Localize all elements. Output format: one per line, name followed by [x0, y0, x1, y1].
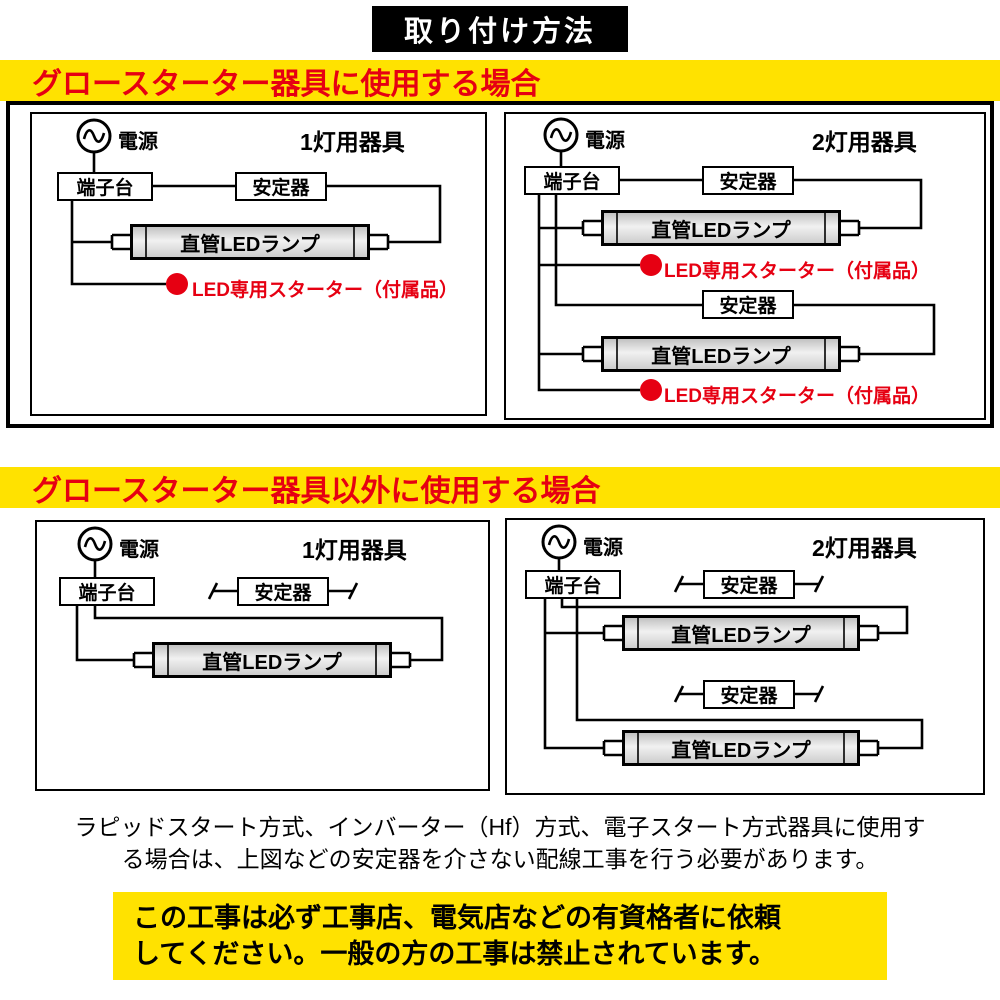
terminal-block-box: 端子台	[59, 577, 155, 606]
led-lamp-tube: 直管LEDランプ	[601, 210, 841, 246]
starter-label: LED専用スターター（付属品）	[664, 386, 931, 407]
wires	[543, 558, 924, 757]
wiring-diagram-svg	[75, 526, 444, 669]
wiring-diagram-svg	[70, 118, 442, 295]
ballast-box: 安定器	[703, 680, 795, 709]
power-label: 電源	[585, 130, 625, 152]
led-starter-dot	[640, 379, 662, 401]
wires	[537, 151, 936, 392]
ballast-cut-marks	[207, 582, 359, 600]
diagram-title: 2灯用器具	[812, 129, 917, 155]
ac-wave-icon	[83, 537, 107, 551]
led-lamp-tube: 直管LEDランプ	[622, 615, 860, 651]
ac-wave-icon	[82, 129, 106, 143]
ballast-box: 安定器	[237, 577, 329, 606]
ballast-box: 安定器	[235, 172, 327, 201]
led-lamp-tube: 直管LEDランプ	[152, 642, 392, 678]
power-label: 電源	[119, 539, 159, 561]
starter-label: LED専用スターター（付属品）	[192, 280, 459, 301]
terminal-block-box: 端子台	[524, 166, 620, 195]
power-label: 電源	[583, 537, 623, 559]
ac-wave-icon	[547, 535, 571, 549]
starter-label: LED専用スターター（付属品）	[664, 261, 931, 282]
wiring-diagram-svg	[537, 117, 936, 401]
led-lamp-tube: 直管LEDランプ	[601, 336, 841, 372]
diagram-title: 2灯用器具	[812, 535, 917, 561]
wiring-diagram-svg	[541, 524, 924, 757]
glow-section-frame	[6, 101, 994, 428]
section-heading-glow-starter: グロースターター器具に使用する場合	[0, 60, 1000, 101]
ballast-box: 安定器	[702, 290, 794, 319]
diagram-glow-double-lamp: 電源 2灯用器具 端子台 安定器 直管LEDランプ LED専用スターター（付属品…	[504, 112, 986, 420]
terminal-block-box: 端子台	[525, 570, 621, 599]
led-starter-dot	[640, 254, 662, 276]
diagram-other-double-lamp: 電源 2灯用器具 端子台 安定器 直管LEDランプ 安定器 直管LEDランプ	[505, 518, 985, 795]
diagram-other-single-lamp: 電源 1灯用器具 端子台 安定器 直管LEDランプ	[35, 520, 490, 791]
ballast-cut-marks	[673, 575, 825, 593]
ballast-box: 安定器	[702, 166, 794, 195]
ballast-box: 安定器	[703, 570, 795, 599]
wiring-note-text: ラピッドスタート方式、インバーター（Hf）方式、電子スタート方式器具に使用す る…	[74, 814, 926, 872]
diagram-glow-single-lamp: 電源 1灯用器具 端子台 安定器 直管LEDランプ LED専用スターター（付属品…	[30, 112, 487, 416]
ac-wave-icon	[549, 128, 573, 142]
section-heading-non-glow: グロースターター器具以外に使用する場合	[0, 467, 1000, 508]
led-lamp-tube: 直管LEDランプ	[622, 730, 860, 766]
terminal-block-box: 端子台	[57, 172, 153, 201]
diagram-title: 1灯用器具	[300, 129, 405, 155]
power-label: 電源	[118, 131, 158, 153]
diagram-title: 1灯用器具	[302, 537, 407, 563]
page-title: 取り付け方法	[372, 6, 628, 52]
wires	[75, 560, 444, 669]
qualified-work-warning: この工事は必ず工事店、電気店などの有資格者に依頼 してください。一般の方の工事は…	[113, 892, 887, 980]
led-starter-dot	[166, 273, 188, 295]
led-lamp-tube: 直管LEDランプ	[130, 224, 370, 260]
wires	[70, 152, 442, 286]
ballast-cut-marks	[673, 685, 825, 703]
